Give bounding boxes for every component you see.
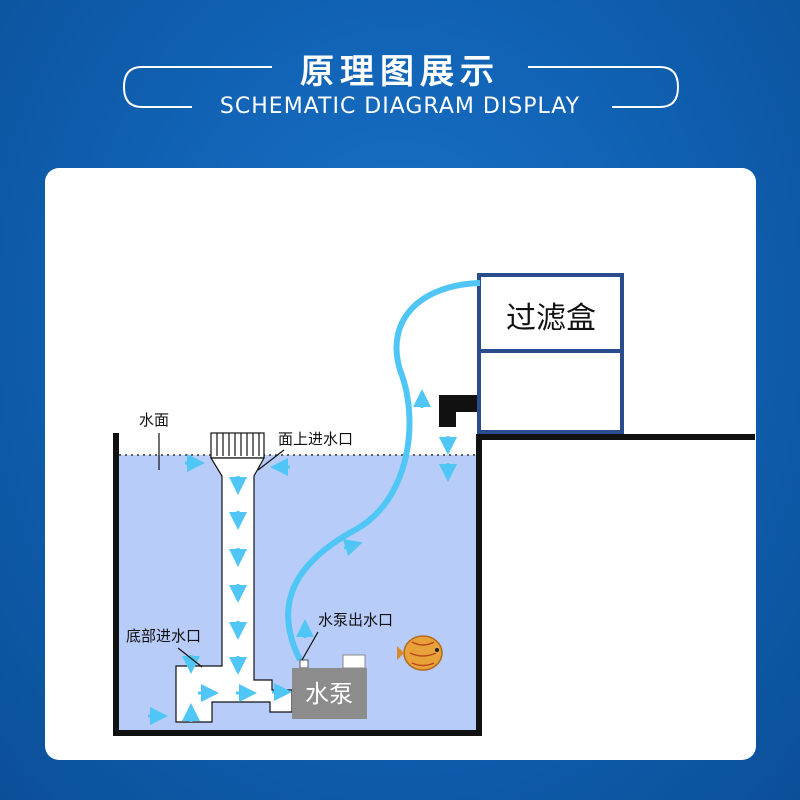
pump-cap	[342, 654, 366, 669]
filter-box	[477, 273, 624, 434]
pump-label: 水泵	[305, 680, 353, 708]
page-subtitle: SCHEMATIC DIAGRAM DISPLAY	[219, 94, 581, 119]
water-surface-label: 水面	[139, 411, 169, 429]
aquarium-diagram: 过滤盒 水泵	[113, 273, 755, 736]
surface-inlet-leader	[257, 449, 285, 471]
surface-skimmer	[210, 432, 265, 459]
filter-box-label: 过滤盒	[506, 301, 596, 336]
bottom-inlet-leader	[177, 647, 203, 668]
overflow-spout	[439, 395, 477, 427]
water-pump	[292, 668, 367, 719]
diagram-card: 过滤盒 水泵	[45, 168, 756, 760]
bottom-inlet-label: 底部进水口	[126, 627, 201, 645]
header: 原理图展示 SCHEMATIC DIAGRAM DISPLAY	[0, 0, 800, 160]
flow-arrows	[148, 389, 457, 725]
surface-inlet-label: 面上进水口	[278, 430, 353, 448]
page-title: 原理图展示	[300, 52, 500, 92]
tank-walls	[113, 433, 755, 736]
pump-outlet-nozzle	[299, 659, 309, 669]
pump-outlet-leader	[301, 631, 319, 661]
return-tube	[285, 280, 481, 662]
title-frame	[122, 66, 680, 108]
discus-fish	[397, 635, 443, 671]
pump-outlet-label: 水泵出水口	[318, 611, 393, 629]
